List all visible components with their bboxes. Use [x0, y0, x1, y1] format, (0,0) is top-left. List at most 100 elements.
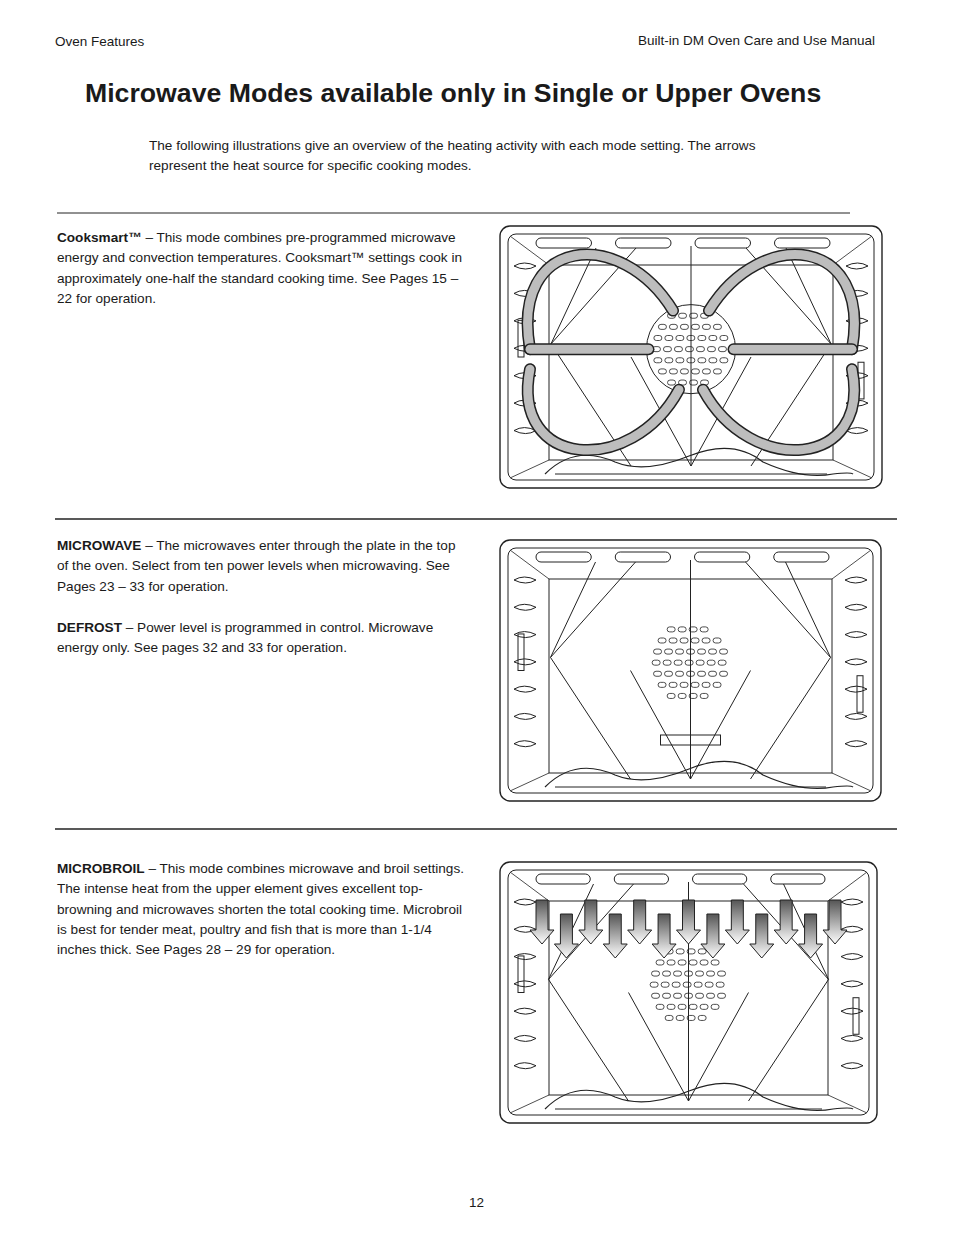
- broil-heat-arrow: [554, 914, 578, 958]
- fan-slot: [689, 960, 697, 965]
- drawing-stroke: [555, 474, 827, 475]
- rack-support: [514, 686, 536, 692]
- broil-element: [771, 874, 825, 884]
- rack-support: [514, 659, 536, 665]
- broil-element: [695, 238, 751, 248]
- microwave-path: [631, 671, 691, 780]
- fan-slot: [676, 1015, 684, 1020]
- fan-slot: [658, 324, 666, 329]
- fan-slot: [713, 324, 721, 329]
- drawing-stroke: [853, 998, 859, 1035]
- broil-element: [774, 552, 829, 562]
- drawing-stroke: [828, 872, 867, 901]
- fan-slot: [700, 1004, 708, 1009]
- rack-support: [514, 713, 536, 719]
- rack-support: [514, 981, 536, 987]
- fan-slot: [674, 993, 682, 998]
- fan-slot: [669, 638, 677, 643]
- fan-slot: [665, 1015, 673, 1020]
- microwave-path: [746, 562, 831, 779]
- fan-slot: [709, 649, 717, 654]
- drawing-stroke: [510, 1095, 549, 1113]
- fan-slot: [658, 682, 666, 687]
- microwave-path: [551, 562, 636, 779]
- mode-name: Cooksmart™: [57, 230, 142, 245]
- fan-slot: [674, 347, 682, 352]
- fan-slot: [678, 960, 686, 965]
- fan-slot: [707, 660, 715, 665]
- fan-slot: [698, 949, 706, 954]
- fan-slot: [665, 671, 673, 676]
- fan-slot: [667, 693, 675, 698]
- fan-slot: [720, 671, 728, 676]
- fan-slot: [696, 993, 704, 998]
- rack-support: [514, 1008, 536, 1014]
- fan-slot: [663, 971, 671, 976]
- fan-slot: [656, 1004, 664, 1009]
- rack-support: [845, 741, 867, 747]
- fan-slot: [663, 660, 671, 665]
- convection-airflow: [703, 369, 854, 450]
- fan-slot: [654, 671, 662, 676]
- fan-slot: [709, 671, 717, 676]
- fan-slot: [665, 336, 673, 341]
- fan-slot: [665, 649, 673, 654]
- fan-slot: [680, 638, 688, 643]
- oven-cavity: [508, 870, 869, 1115]
- convection-airflow: [734, 345, 852, 354]
- fan-slot: [718, 347, 726, 352]
- microwave-path: [691, 671, 751, 780]
- microwave-path: [629, 993, 689, 1102]
- fan-slot: [700, 627, 708, 632]
- fan-slot: [691, 638, 699, 643]
- drawing-stroke: [518, 634, 524, 671]
- page-number: 12: [469, 1195, 484, 1210]
- microbroil-oven-illustration: [500, 862, 877, 1123]
- fan-slot: [663, 347, 671, 352]
- rack-support: [845, 686, 867, 692]
- broil-heat-arrow: [579, 900, 603, 944]
- microwave-path: [786, 562, 831, 657]
- drawing-stroke: [832, 773, 871, 791]
- fan-slot: [698, 1015, 706, 1020]
- fan-slot: [680, 682, 688, 687]
- fan-slot: [667, 960, 675, 965]
- fan-slot: [678, 627, 686, 632]
- rack-support: [514, 1035, 536, 1041]
- mode-description: MICROWAVE – The microwaves enter through…: [57, 536, 467, 597]
- drawing-stroke: [555, 787, 826, 788]
- microwave-path: [689, 993, 749, 1102]
- rack-support: [514, 1063, 536, 1069]
- rack-support: [514, 899, 536, 905]
- fan-slot: [680, 324, 688, 329]
- fan-slot: [652, 971, 660, 976]
- fan-slot: [713, 682, 721, 687]
- fan-slot: [700, 693, 708, 698]
- fan-slot: [702, 324, 710, 329]
- rack-support: [841, 1063, 863, 1069]
- broil-element: [614, 874, 668, 884]
- rack-support: [514, 632, 536, 638]
- oven-frame: [500, 540, 881, 801]
- convection-airflow: [703, 369, 854, 450]
- rack-support: [514, 604, 536, 610]
- fan-slot: [685, 347, 693, 352]
- broil-heat-arrow: [677, 900, 701, 944]
- broil-element: [693, 874, 747, 884]
- cooksmart-oven-illustration: [500, 226, 882, 488]
- fan-slot: [676, 336, 684, 341]
- fan-slot: [669, 682, 677, 687]
- rack-support: [845, 632, 867, 638]
- fan-slot: [661, 982, 669, 987]
- fan-slot: [683, 982, 691, 987]
- rack-support: [845, 604, 867, 610]
- oven-cavity: [508, 234, 874, 480]
- convection-airflow: [734, 343, 852, 355]
- fan-slot: [694, 982, 702, 987]
- fan-slot: [698, 649, 706, 654]
- fan-slot: [658, 369, 666, 374]
- section-rule: [55, 828, 897, 830]
- rack-support: [845, 659, 867, 665]
- convection-airflow: [709, 255, 854, 350]
- fan-slot: [654, 336, 662, 341]
